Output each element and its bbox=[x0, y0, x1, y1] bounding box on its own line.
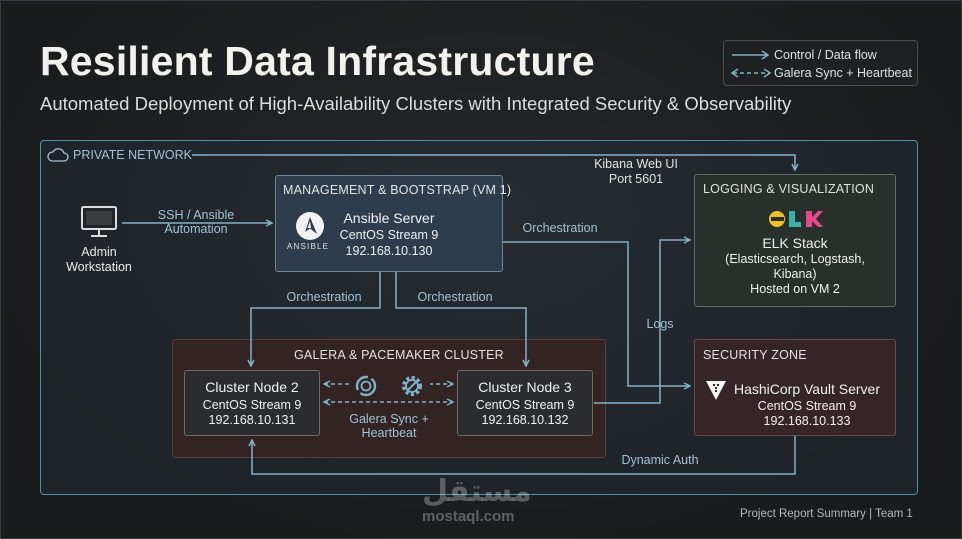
edge-orch-node2 bbox=[251, 272, 381, 366]
logs-label: Logs bbox=[646, 317, 674, 331]
edge-logs bbox=[594, 240, 690, 404]
solid-arrow-icon bbox=[732, 50, 770, 60]
orchestration-label-right: Orchestration bbox=[522, 221, 598, 235]
ansible-server-name: Ansible Server bbox=[343, 210, 435, 226]
legend-control: Control / Data flow bbox=[774, 48, 877, 62]
page-title: Resilient Data Infrastructure bbox=[40, 38, 595, 84]
security-title: SECURITY ZONE bbox=[703, 348, 807, 362]
legend: Control / Data flow Galera Sync + Heartb… bbox=[723, 40, 918, 86]
edge-orch-node3 bbox=[395, 272, 526, 366]
node2-os: CentOS Stream 9 bbox=[202, 398, 302, 412]
footer-text: Project Report Summary | Team 1 bbox=[740, 508, 913, 520]
watermark-arabic: مستقل bbox=[422, 475, 532, 508]
admin-workstation-label[interactable]: Admin Workstation bbox=[66, 245, 132, 274]
watermark-latin: mostaql.com bbox=[422, 508, 515, 525]
logging-title: LOGGING & VISUALIZATION bbox=[703, 182, 875, 196]
dynamic-auth-label: Dynamic Auth bbox=[621, 453, 699, 467]
ssh-automation-label: SSH / Ansible Automation bbox=[157, 208, 235, 236]
edge-kibana bbox=[192, 154, 795, 170]
cloud-icon bbox=[47, 148, 69, 162]
ansible-logo-icon bbox=[296, 212, 324, 240]
vault-server-os: CentOS Stream 9 bbox=[757, 399, 857, 413]
vault-server-ip: 192.168.10.133 bbox=[763, 414, 851, 428]
orchestration-label-mid: Orchestration bbox=[417, 290, 493, 304]
node3-os: CentOS Stream 9 bbox=[475, 398, 575, 412]
galera-title: GALERA & PACEMAKER CLUSTER bbox=[294, 348, 504, 362]
elk-line-2: Kibana) bbox=[773, 267, 817, 281]
page-subtitle: Automated Deployment of High-Availabilit… bbox=[40, 93, 792, 114]
cluster-node-3[interactable] bbox=[457, 370, 593, 436]
orchestration-label-left: Orchestration bbox=[286, 290, 362, 304]
legend-sync: Galera Sync + Heartbeat bbox=[774, 66, 912, 80]
sync-icon bbox=[355, 375, 377, 397]
node2-name: Cluster Node 2 bbox=[205, 379, 299, 395]
node3-name: Cluster Node 3 bbox=[478, 379, 572, 395]
monitor-icon bbox=[81, 206, 117, 237]
elk-line-1: (Elasticsearch, Logstash, bbox=[725, 252, 865, 266]
elk-line-3: Hosted on VM 2 bbox=[750, 282, 840, 296]
vault-server-name: HashiCorp Vault Server bbox=[733, 381, 881, 397]
node3-ip: 192.168.10.132 bbox=[481, 413, 569, 427]
vault-logo-icon bbox=[706, 381, 726, 400]
ansible-logo-text: ANSIBLE bbox=[287, 242, 330, 251]
gear-icon bbox=[402, 376, 422, 396]
ansible-server-os: CentOS Stream 9 bbox=[339, 228, 439, 242]
galera-sync-label: Galera Sync + Heartbeat bbox=[349, 412, 429, 440]
management-title: MANAGEMENT & BOOTSTRAP (VM 1) bbox=[283, 183, 512, 197]
cluster-node-2[interactable] bbox=[184, 370, 320, 436]
elk-logo-icon bbox=[769, 211, 823, 227]
edge-dynamic-auth bbox=[252, 436, 796, 475]
dashed-arrow-icon bbox=[731, 68, 771, 78]
security-zone-box[interactable] bbox=[694, 339, 896, 436]
logging-box[interactable] bbox=[694, 174, 896, 307]
ansible-server-ip: 192.168.10.130 bbox=[345, 244, 433, 258]
node2-ip: 192.168.10.131 bbox=[208, 413, 296, 427]
network-label: PRIVATE NETWORK bbox=[73, 148, 192, 162]
kibana-label: Kibana Web UI Port 5601 bbox=[594, 157, 678, 186]
elk-stack-name: ELK Stack bbox=[762, 235, 828, 251]
edge-orch-vault bbox=[503, 241, 690, 386]
